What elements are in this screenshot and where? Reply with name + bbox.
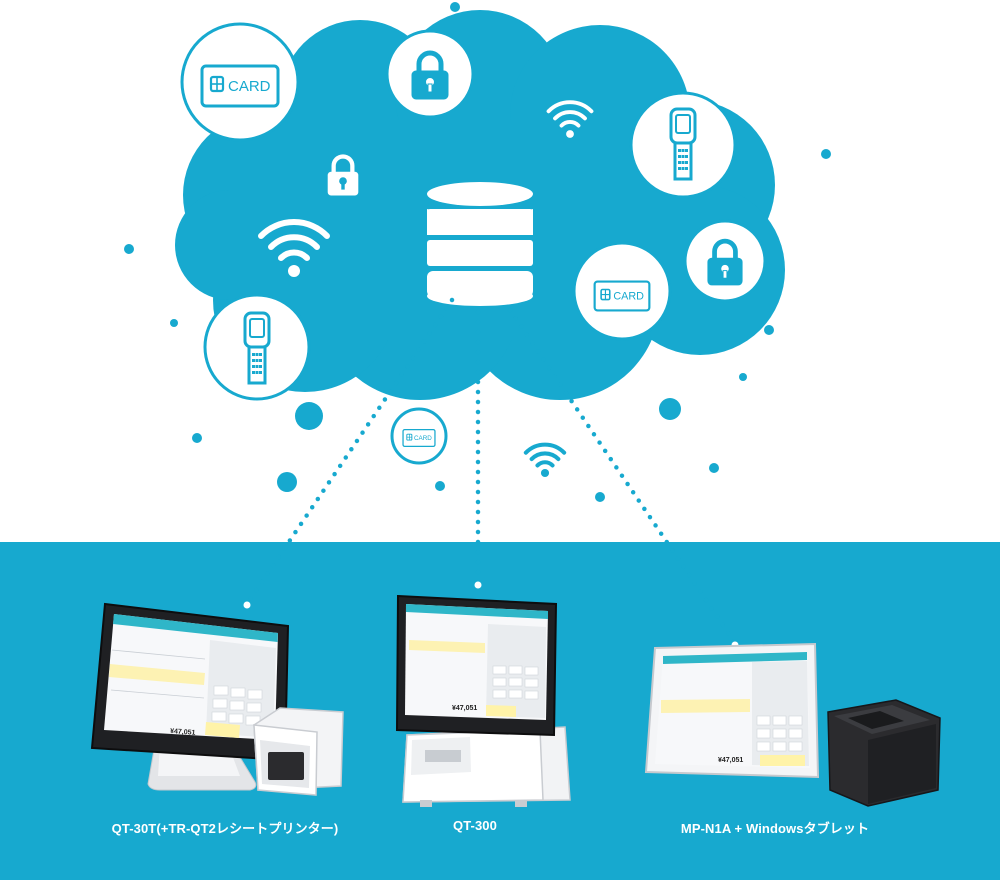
device-qt300: ¥47,051 — [395, 594, 571, 807]
handheld-badge-top-right — [629, 91, 737, 199]
card-reader — [827, 699, 941, 807]
device-mp-n1a: ¥47,051 — [644, 642, 941, 807]
wifi-icon — [258, 219, 330, 277]
device-qt30t: ¥47,051 — [90, 602, 344, 796]
caption-qt300: QT-300 — [453, 818, 497, 833]
lock-badge-right — [683, 219, 767, 303]
pos-screen-content: ¥47,051 — [661, 661, 809, 766]
connection-lines — [244, 297, 738, 646]
connection-line-right — [507, 307, 738, 646]
database-icon — [427, 182, 533, 306]
connection-line-left — [244, 297, 455, 607]
total-amount: ¥47,051 — [452, 705, 477, 712]
handheld-badge-left — [203, 293, 311, 401]
caption-qt30t: QT-30T(+TR-QT2レシートプリンター) — [111, 821, 339, 836]
lock-badge-top — [385, 29, 475, 119]
decorative-dots — [124, 2, 831, 502]
receipt-printer — [253, 707, 344, 796]
wifi-icon — [546, 100, 594, 138]
total-amount: ¥47,051 — [170, 728, 196, 737]
total-amount: ¥47,051 — [718, 757, 743, 764]
card-badge-right — [572, 241, 672, 341]
card-badge-top-left — [180, 22, 300, 142]
lock-icon — [327, 154, 359, 196]
pos-screen-content: ¥47,051 — [409, 624, 546, 718]
caption-mp-n1a: MP-N1A + Windowsタブレット — [680, 821, 870, 836]
card-badge-small — [390, 407, 448, 465]
pos-screen-content: ¥47,051 — [109, 640, 276, 738]
wifi-icon — [523, 442, 567, 478]
